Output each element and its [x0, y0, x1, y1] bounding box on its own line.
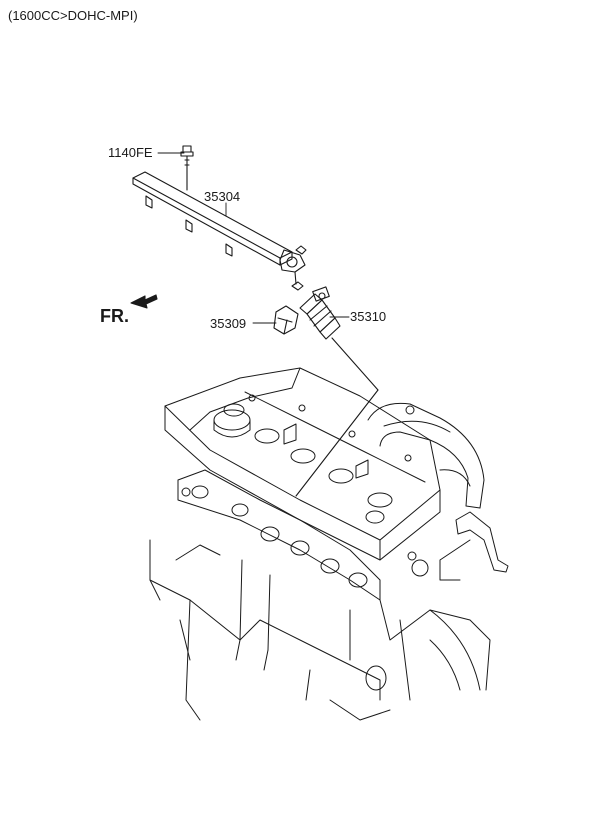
- part-label-35310[interactable]: 35310: [350, 309, 387, 324]
- engine-spec-header: (1600CC>DOHC-MPI): [8, 8, 138, 23]
- injector-35310[interactable]: [295, 286, 379, 497]
- fuel-rail-35304[interactable]: [132, 171, 307, 291]
- bolt-1140fe[interactable]: [180, 145, 194, 191]
- front-direction-label: FR.: [100, 306, 129, 326]
- part-label-1140fe[interactable]: 1140FE: [108, 145, 153, 160]
- part-label-35309[interactable]: 35309: [210, 316, 247, 331]
- leader-lines: [157, 152, 350, 324]
- insulator-35309[interactable]: [273, 305, 299, 335]
- part-label-35304[interactable]: 35304: [204, 189, 241, 204]
- front-arrow-icon: [130, 294, 158, 309]
- engine-assembly: [149, 367, 509, 721]
